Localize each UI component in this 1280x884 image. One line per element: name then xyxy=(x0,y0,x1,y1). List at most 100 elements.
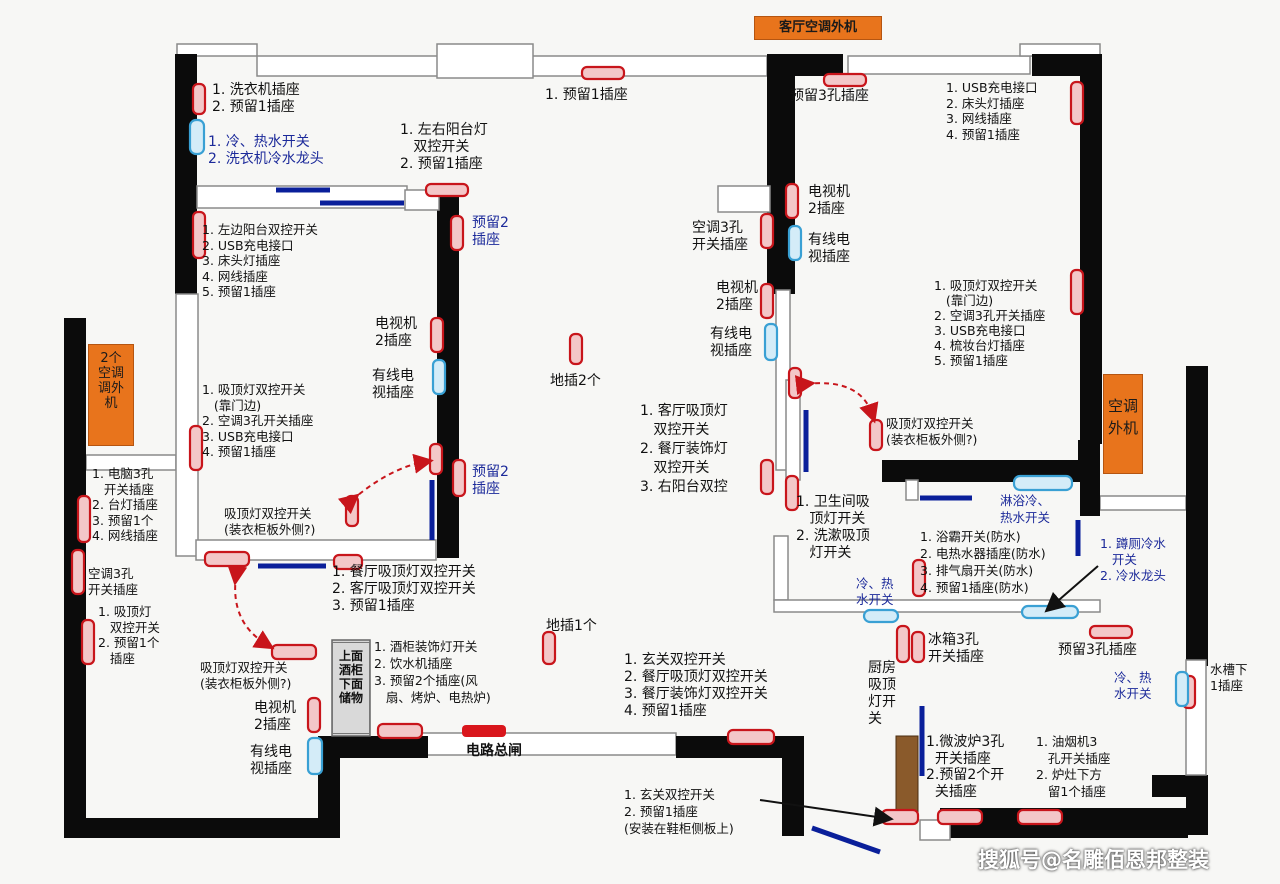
right-tv-label: 电视机 2插座 xyxy=(808,184,850,217)
cabinet-tag: 上面 酒柜 下面 储物 xyxy=(332,642,370,734)
socket-marker xyxy=(188,424,204,472)
water-marker xyxy=(862,608,900,624)
socket-marker xyxy=(424,182,470,198)
main-switch-marker xyxy=(462,725,506,737)
socket-marker xyxy=(726,728,776,746)
small-list2-label: 1. 吸顶灯 双控开关 2. 预留1个 插座 xyxy=(98,604,160,666)
top-socket-label: 1. 预留1插座 xyxy=(545,87,628,103)
sink-socket-label: 水槽下 1插座 xyxy=(1210,662,1248,693)
right-list-label: 1. USB充电接口 2. 床头灯插座 3. 网线插座 4. 预留1插座 xyxy=(946,80,1038,142)
living-ac-unit-tag: 客厅空调外机 xyxy=(754,16,882,40)
small-ceiling-label: 吸顶灯双控开关 (装衣柜板外侧?) xyxy=(200,660,292,691)
master-cable-label: 有线电 视插座 xyxy=(372,368,414,401)
water-marker xyxy=(1012,474,1074,492)
small-tv-label: 电视机 2插座 xyxy=(254,700,296,733)
dashed-arrows xyxy=(227,375,879,650)
left-ac-units-tag: 2个 空调 调外 机 xyxy=(88,344,134,446)
reserve2-upper-label: 预留2 插座 xyxy=(472,215,509,248)
living-cable-label: 有线电 视插座 xyxy=(710,326,752,359)
shoe-list-label: 1. 玄关双控开关 2. 预留1插座 (安装在鞋柜侧板上) xyxy=(624,787,734,836)
socket-marker xyxy=(895,624,911,664)
shower-water-label: 淋浴冷、 热水开关 xyxy=(1000,493,1051,525)
water-marker xyxy=(787,224,803,262)
reserve2-lower-label: 预留2 插座 xyxy=(472,464,509,497)
right-ceiling-label: 吸顶灯双控开关 (装衣柜板外侧?) xyxy=(886,416,978,447)
socket-marker xyxy=(910,630,926,664)
small-left-list-label: 1. 电脑3孔 开关插座 2. 台灯插座 3. 预留1个 4. 网线插座 xyxy=(92,466,158,543)
walls xyxy=(64,54,1208,838)
kitchen-cabinet-board xyxy=(895,735,919,817)
socket-marker xyxy=(1069,80,1085,126)
kitchen-reserve-label: 预留3孔插座 xyxy=(1058,642,1137,658)
pointer-arrows xyxy=(759,565,1099,827)
hood-label: 1. 油烟机3 孔开关插座 2. 炉灶下方 留1个插座 xyxy=(1036,734,1111,799)
master-list-label: 1. 左边阳台双控开关 2. USB充电接口 3. 床头灯插座 4. 网线插座 … xyxy=(202,222,318,299)
water-marker xyxy=(1020,604,1080,620)
socket-markers xyxy=(70,65,1197,826)
living-tv-label: 电视机 2插座 xyxy=(716,280,758,313)
right-list2-label: 1. 吸顶灯双控开关 (靠门边) 2. 空调3孔开关插座 3. USB充电接口 … xyxy=(934,278,1046,368)
laundry-water-label: 1. 冷、热水开关 2. 洗衣机冷水龙头 xyxy=(208,134,324,167)
socket-marker xyxy=(1069,268,1085,316)
socket-marker xyxy=(1016,808,1064,826)
master-ceiling-label: 吸顶灯双控开关 (装衣柜板外侧?) xyxy=(224,506,316,537)
kitchen-light-label: 厨房 吸顶 灯开 关 xyxy=(868,660,896,727)
socket-marker xyxy=(1088,624,1134,640)
basin-water-label: 冷、热 水开关 xyxy=(856,576,894,607)
socket-marker xyxy=(76,494,92,544)
socket-marker xyxy=(449,214,465,252)
living-list-label: 1. 客厅吸顶灯 双控开关 2. 餐厅装饰灯 双控开关 3. 右阳台双控 xyxy=(640,403,728,495)
socket-marker xyxy=(428,442,444,476)
socket-marker xyxy=(80,618,96,666)
sink-water-label: 冷、热 水开关 xyxy=(1114,670,1152,701)
floor-socket1-label: 地插1个 xyxy=(546,618,597,634)
cabinet-list-label: 1. 酒柜装饰灯开关 2. 饮水机插座 3. 预留2个插座(风 扇、烤炉、电热炉… xyxy=(374,639,491,705)
living-ac-label: 空调3孔 开关插座 xyxy=(692,220,748,253)
socket-marker xyxy=(451,458,467,498)
water-marker xyxy=(188,118,206,156)
bath-water2-label: 1. 蹲厕冷水 开关 2. 冷水龙头 xyxy=(1100,536,1166,583)
fridge-label: 冰箱3孔 开关插座 xyxy=(928,632,984,665)
small-cable-label: 有线电 视插座 xyxy=(250,744,292,777)
socket-marker xyxy=(203,550,251,568)
watermark: 搜狐号@名雕佰恩邦整装 xyxy=(978,848,1209,872)
water-marker xyxy=(763,322,779,362)
socket-marker xyxy=(344,494,360,528)
laundry-label: 1. 洗衣机插座 2. 预留1插座 xyxy=(212,82,300,115)
socket-marker xyxy=(568,332,584,366)
master-tv-label: 电视机 2插座 xyxy=(375,316,417,349)
floor-socket2-label: 地插2个 xyxy=(550,373,601,389)
master-list2-label: 1. 吸顶灯双控开关 (靠门边) 2. 空调3孔开关插座 3. USB充电接口 … xyxy=(202,382,314,459)
small-ac-label: 空调3孔 开关插座 xyxy=(88,566,139,597)
socket-marker xyxy=(580,65,626,81)
socket-marker xyxy=(306,696,322,734)
socket-marker xyxy=(376,722,424,740)
main-switch-label: 电路总闸 xyxy=(466,743,522,759)
bath-list-label: 1. 浴霸开关(防水) 2. 电热水器插座(防水) 3. 排气扇开关(防水) 4… xyxy=(920,529,1046,595)
dining-list-label: 1. 餐厅吸顶灯双控开关 2. 客厅吸顶灯双控开关 3. 预留1插座 xyxy=(332,564,476,614)
right-cable-label: 有线电 视插座 xyxy=(808,232,850,265)
socket-marker xyxy=(270,643,318,661)
socket-marker xyxy=(759,212,775,250)
socket-marker xyxy=(759,458,775,496)
socket-marker xyxy=(911,558,927,598)
socket-marker xyxy=(784,182,800,220)
water-marker xyxy=(1174,670,1190,708)
socket-marker xyxy=(936,808,984,826)
socket-marker xyxy=(787,366,803,400)
socket-marker xyxy=(759,282,775,320)
balcony-light-label: 1. 左右阳台灯 双控开关 2. 预留1插座 xyxy=(400,122,488,172)
socket-marker xyxy=(880,808,920,826)
microwave-label: 1.微波炉3孔 开关插座 2.预留2个开 关插座 xyxy=(926,734,1005,800)
socket-marker xyxy=(868,418,884,452)
socket-marker xyxy=(332,553,364,571)
right-ac-unit-tag: 空调 外机 xyxy=(1103,374,1143,474)
water-marker xyxy=(306,736,324,776)
bath-door-label: 1. 卫生间吸 顶灯开关 2. 洗漱吸顶 灯开关 xyxy=(796,494,870,561)
socket-marker xyxy=(191,210,207,260)
socket-marker xyxy=(784,474,800,512)
socket-marker xyxy=(822,72,868,88)
socket-marker xyxy=(541,630,557,666)
socket-marker xyxy=(429,316,445,354)
